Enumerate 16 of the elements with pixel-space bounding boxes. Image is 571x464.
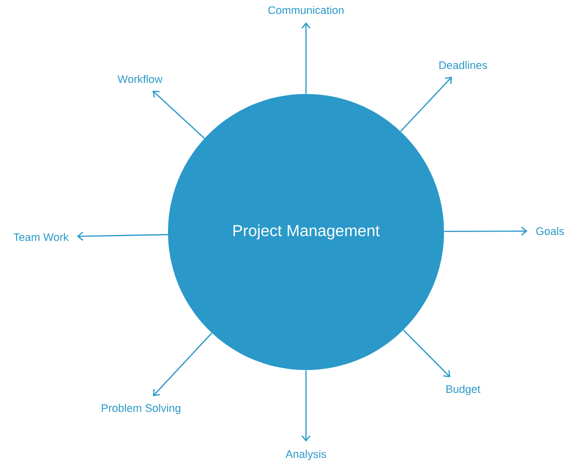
topic-label: Budget [446, 384, 480, 396]
topic-label: Deadlines [439, 60, 488, 70]
topic-label: Problem Solving [102, 404, 180, 414]
arrow [400, 76, 452, 132]
arrow [444, 226, 528, 236]
arrow [76, 232, 168, 241]
topic-label: Analysis [286, 450, 326, 460]
topic-label: Goals [536, 226, 564, 236]
topic-label: Workflow [118, 74, 163, 84]
topic-label: Communication [268, 6, 344, 14]
arrow [403, 330, 450, 378]
arrow [302, 370, 310, 442]
arrow [302, 22, 310, 94]
topic-label: Team Work [14, 232, 69, 242]
arrow [152, 90, 205, 139]
arrow [152, 332, 212, 396]
